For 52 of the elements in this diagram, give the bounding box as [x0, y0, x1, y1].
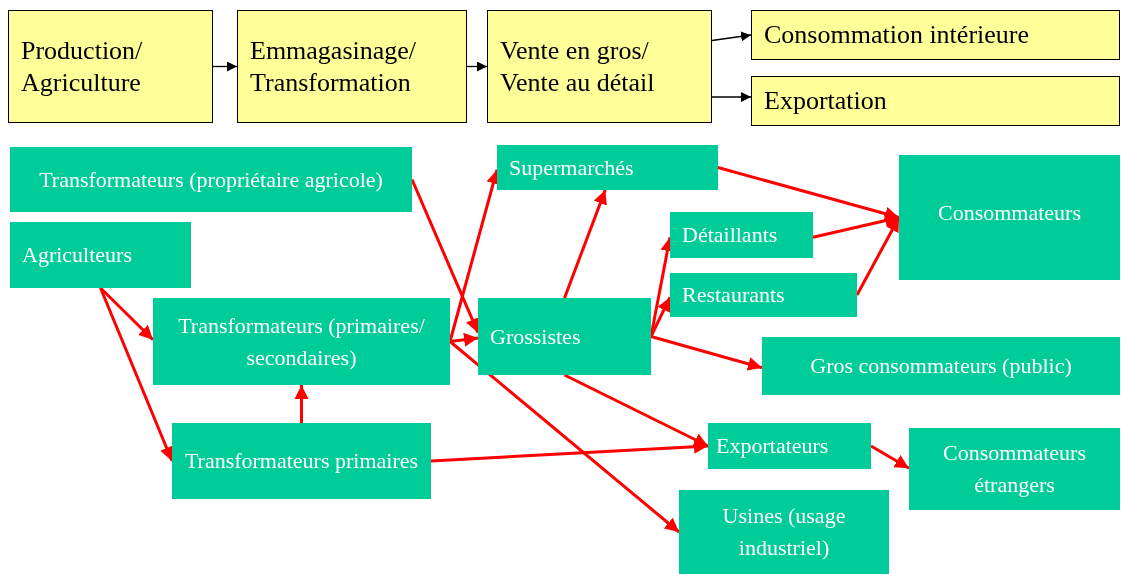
arrow — [650, 335, 763, 371]
arrow — [563, 189, 607, 299]
actor-box — [10, 222, 191, 288]
actor-box — [670, 212, 813, 258]
node-label: Production/ Agriculture — [21, 35, 144, 98]
stage-box — [751, 10, 1120, 60]
node-label: Exportateurs — [716, 432, 830, 461]
node-label: Usines (usage industriel) — [721, 502, 847, 562]
arrow — [466, 61, 488, 72]
node-label: Transformateurs primaires — [183, 447, 420, 476]
arrow — [294, 385, 309, 423]
stage-box — [237, 10, 467, 123]
stage-box — [487, 10, 712, 123]
arrow — [717, 166, 900, 221]
actor-box — [708, 423, 871, 469]
node-label: Transformateurs (propriétaire agricole) — [38, 165, 384, 194]
arrow — [212, 61, 238, 72]
arrow — [449, 332, 479, 347]
node-label: Transformateurs (primaires/ secondaires) — [177, 311, 426, 372]
arrow — [870, 444, 910, 470]
node-label: Supermarchés — [509, 153, 635, 182]
actor-box — [153, 298, 450, 385]
stage-box — [751, 76, 1120, 126]
arrow — [99, 286, 155, 341]
node-label: Consommateurs étrangers — [942, 439, 1087, 499]
arrow — [449, 340, 680, 534]
arrow — [711, 92, 752, 102]
arrow — [430, 439, 709, 463]
node-label: Consommateurs — [937, 199, 1082, 227]
actor-box — [909, 428, 1120, 510]
actor-box — [10, 147, 412, 212]
arrow — [99, 287, 174, 462]
actor-box — [172, 423, 431, 499]
actor-box — [679, 490, 889, 574]
node-label: Restaurants — [682, 281, 786, 310]
node-label: Consommation intérieure — [764, 19, 1030, 51]
actor-box — [762, 337, 1120, 395]
arrow — [563, 373, 709, 448]
actor-box — [478, 298, 651, 375]
actor-box — [899, 155, 1120, 280]
node-label: Détaillants — [682, 221, 779, 250]
actor-box — [670, 273, 857, 317]
arrow — [812, 213, 900, 239]
node-label: Vente en gros/ Vente au détail — [500, 35, 656, 98]
node-label: Agriculteurs — [22, 241, 133, 270]
node-label: Gros consommateurs (public) — [809, 352, 1073, 381]
node-label: Grossistes — [490, 322, 582, 351]
actor-box — [497, 145, 718, 190]
stage-box — [8, 10, 213, 123]
node-label: Emmagasinage/ Transformation — [250, 35, 418, 98]
arrow — [711, 31, 752, 42]
node-label: Exportation — [764, 85, 888, 117]
